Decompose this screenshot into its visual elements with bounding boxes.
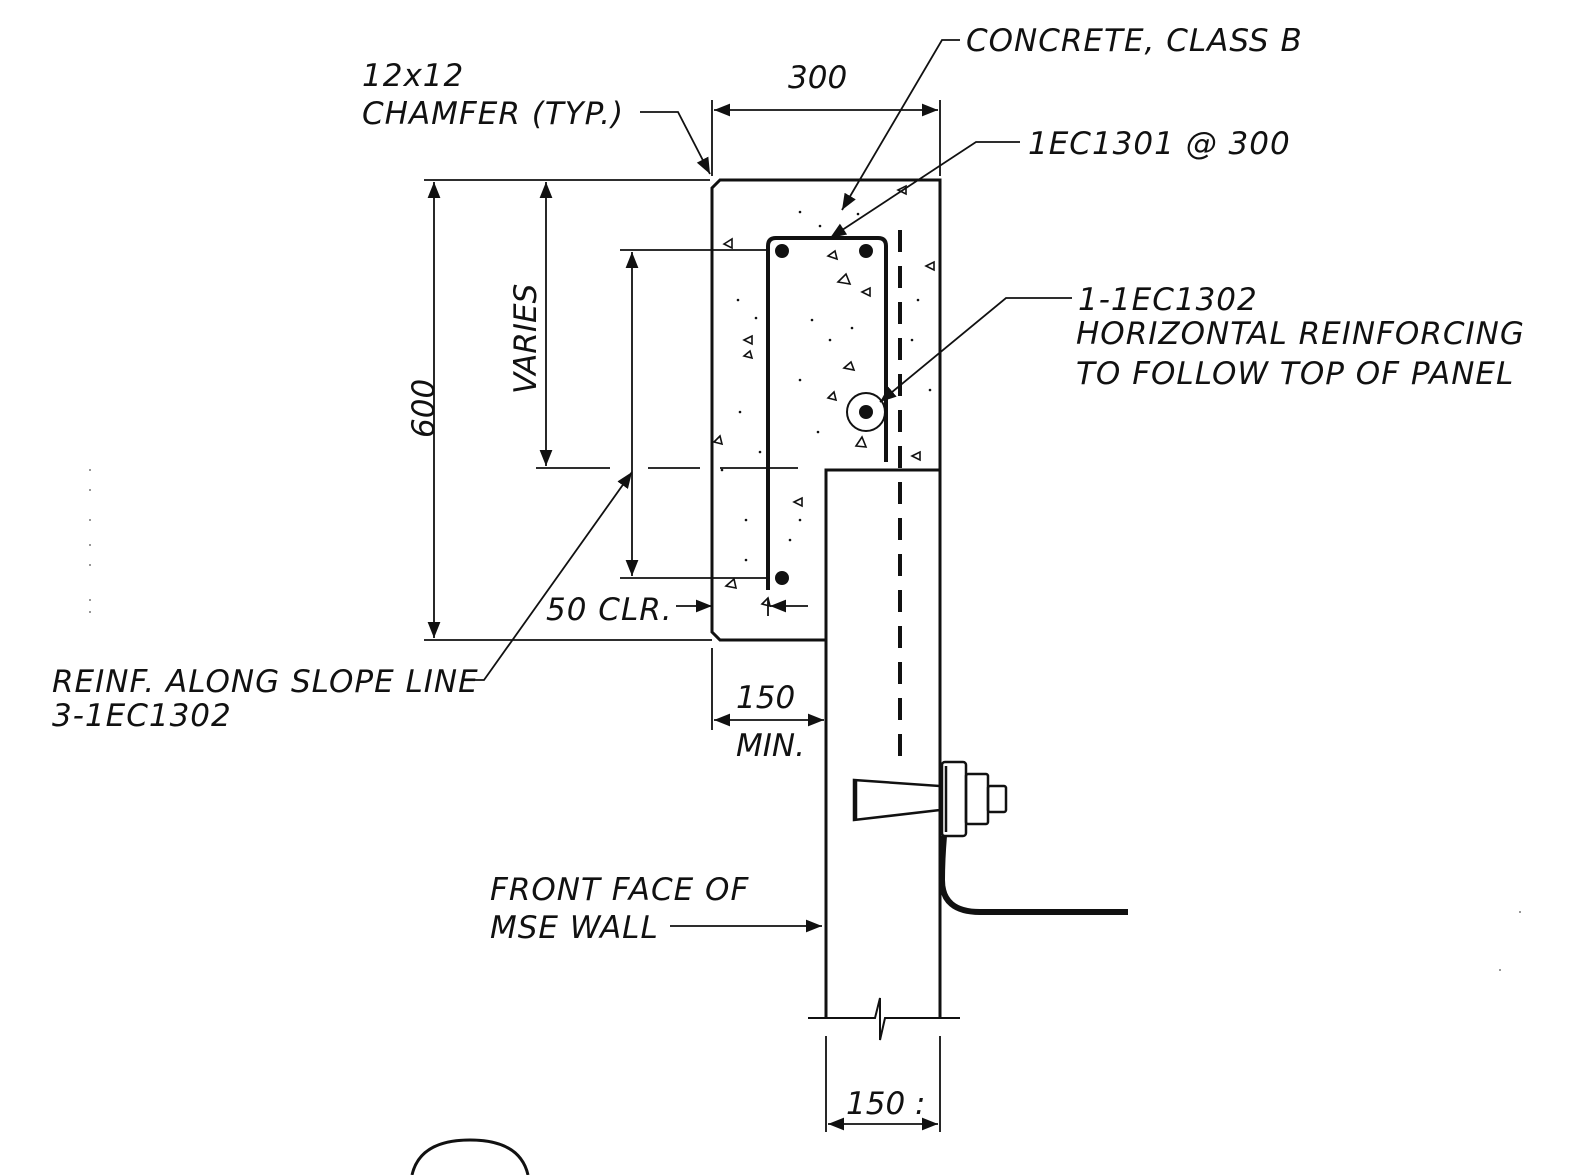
rebar-dot-top-left bbox=[775, 244, 789, 258]
leader-chamfer bbox=[640, 111, 711, 175]
leader-stirrup bbox=[829, 141, 1020, 239]
label-horizontal-bar: 1-1EC1302 bbox=[1078, 282, 1258, 318]
label-stirrup: 1EC1301 @ 300 bbox=[1028, 126, 1291, 162]
connection-hardware bbox=[852, 760, 1128, 915]
dim-varies-text: VARIES bbox=[508, 284, 544, 394]
dim-600-text: 600 bbox=[406, 379, 442, 438]
leader-concrete bbox=[841, 39, 960, 211]
dim-min-text: MIN. bbox=[736, 728, 805, 764]
label-clear-cover: 50 CLR. bbox=[546, 592, 673, 628]
rebar-dot-top-right bbox=[859, 244, 873, 258]
dim-300-text: 300 bbox=[788, 60, 847, 96]
label-chamfer-size: 12x12 bbox=[362, 58, 464, 94]
label-mse-wall: MSE WALL bbox=[490, 910, 659, 946]
leader-horizontal bbox=[879, 297, 1072, 403]
leader-reinf-slope bbox=[466, 471, 633, 681]
break-line bbox=[808, 997, 960, 1041]
label-chamfer: CHAMFER (TYP.) bbox=[362, 96, 624, 132]
concrete-specks bbox=[720, 210, 932, 562]
dim-150-panel-text: 150 : bbox=[846, 1086, 925, 1122]
label-horizontal-reinf: HORIZONTAL REINFORCING bbox=[1076, 316, 1525, 352]
margin-dots bbox=[89, 469, 1521, 971]
horizontal-bar-highlight bbox=[846, 392, 886, 432]
detail-callout-bubble bbox=[410, 1138, 530, 1175]
label-reinf-bars: 3-1EC1302 bbox=[52, 698, 232, 734]
label-front-face: FRONT FACE OF bbox=[490, 872, 749, 908]
label-concrete: CONCRETE, CLASS B bbox=[966, 23, 1303, 59]
label-reinf-slope: REINF. ALONG SLOPE LINE bbox=[52, 664, 479, 700]
rebar-dot-bottom bbox=[775, 571, 789, 585]
rebar-dot-horizontal bbox=[859, 405, 873, 419]
dim-150-text: 150 bbox=[736, 680, 795, 716]
label-follow-top: TO FOLLOW TOP OF PANEL bbox=[1076, 356, 1514, 392]
concrete-hatch bbox=[712, 184, 935, 608]
stirrup-rebar bbox=[766, 236, 888, 590]
